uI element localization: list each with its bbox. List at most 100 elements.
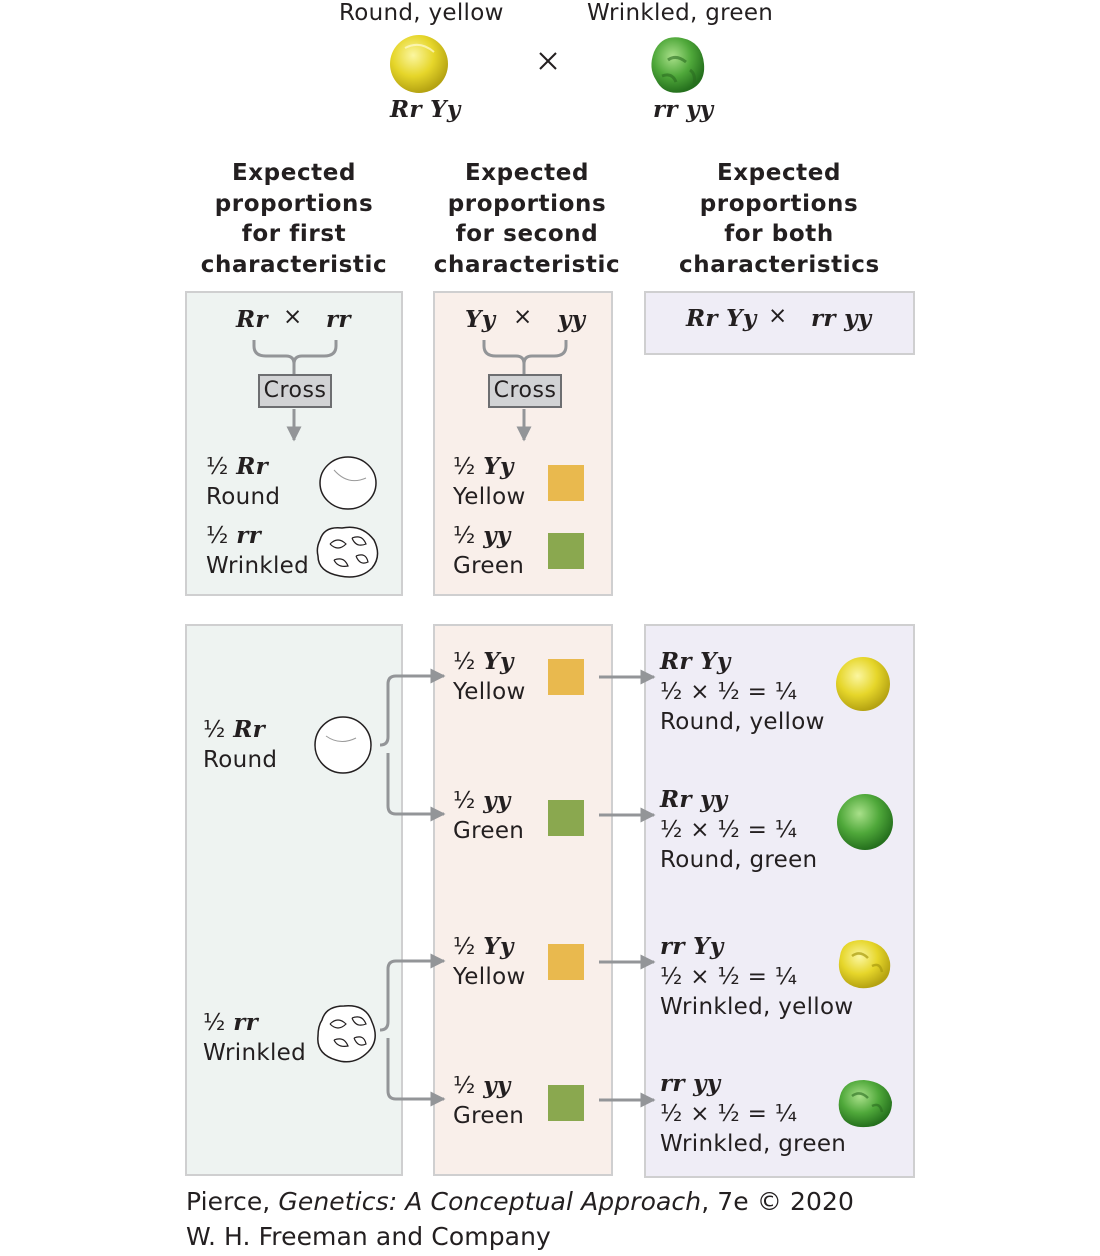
result-round-green-pea-icon (837, 794, 893, 850)
parent-right-genotype: rr yy (653, 96, 714, 123)
genotype: Yy (483, 648, 514, 675)
result-equation: ½ × ½ = ¼ (660, 679, 798, 705)
branch-first-wrinkled: ½ rr Wrinkled (203, 1008, 306, 1068)
second-outcome-green: ½ yy Green (453, 521, 524, 581)
branch-second-item: ½ yy Green (453, 1071, 524, 1131)
yellow-swatch (548, 465, 584, 501)
genotype: yy (483, 1072, 511, 1099)
heading-second-characteristic: Expected proportions for second characte… (427, 158, 627, 280)
phenotype: Green (453, 553, 525, 579)
phenotype: Round (203, 747, 278, 773)
fraction: ½ (453, 1073, 476, 1099)
heading-first-line: characteristic (200, 251, 388, 278)
credit-suffix: , 7e © 2020 (701, 1187, 854, 1216)
result-wrinkled-green: rr yy ½ × ½ = ¼ Wrinkled, green (660, 1069, 846, 1159)
phenotype: Wrinkled (206, 553, 309, 579)
genotype: yy (483, 522, 511, 549)
green-swatch (548, 800, 584, 836)
genotype: Rr (236, 453, 269, 480)
heading-first-line: for first (241, 221, 347, 247)
first-cross-left: Rr (236, 306, 268, 333)
genotype: Yy (483, 453, 514, 480)
yellow-swatch (548, 944, 584, 980)
parent-cross-symbol (539, 52, 557, 70)
branch-bracket-wrinkled (379, 953, 446, 1107)
fraction: ½ (453, 934, 476, 960)
branch-first-round: ½ Rr Round (203, 715, 277, 775)
heading-both-line: for both (724, 221, 834, 247)
result-phenotype: Wrinkled, green (660, 1131, 847, 1157)
result-phenotype: Round, green (660, 847, 818, 873)
result-round-green: Rr yy ½ × ½ = ¼ Round, green (660, 785, 817, 875)
genotype: rr (233, 1009, 259, 1036)
phenotype: Round (206, 484, 281, 510)
heading-both-line: Expected (716, 160, 842, 186)
heading-second-line: characteristic (433, 251, 621, 278)
green-swatch (548, 1085, 584, 1121)
result-equation: ½ × ½ = ¼ (660, 817, 798, 843)
heading-both-line: characteristics (679, 251, 880, 278)
first-outcome-round: ½ Rr Round (206, 452, 280, 512)
phenotype: Yellow (453, 964, 526, 990)
fraction: ½ (203, 717, 226, 743)
genotype: Yy (483, 933, 514, 960)
result-round-yellow: Rr Yy ½ × ½ = ¼ Round, yellow (660, 647, 825, 737)
heading-first-characteristic: Expected proportions for first character… (194, 158, 394, 280)
branch-bracket-round (379, 668, 446, 822)
heading-first-line: Expected (231, 160, 357, 186)
yellow-swatch (548, 659, 584, 695)
parent-right-phenotype: Wrinkled, green (587, 0, 774, 26)
phenotype: Yellow (453, 679, 526, 705)
phenotype: Yellow (453, 484, 526, 510)
heading-second-line: for second (455, 221, 599, 247)
result-wrinkled-yellow: rr Yy ½ × ½ = ¼ Wrinkled, yellow (660, 932, 853, 1022)
result-arrows (599, 669, 656, 1108)
heading-second-line: proportions (447, 190, 607, 217)
branch-second-item: ½ Yy Yellow (453, 647, 526, 707)
first-outcome-wrinkled: ½ rr Wrinkled (206, 521, 309, 581)
branch-round-pea-icon (314, 716, 372, 774)
heading-both-line: proportions (699, 190, 859, 217)
both-cross-right: rr yy (811, 305, 872, 332)
fraction: ½ (453, 788, 476, 814)
result-wrinkled-green-pea-icon (838, 1080, 892, 1128)
parent-left-phenotype: Round, yellow (339, 0, 504, 26)
parent-left-genotype: Rr Yy (390, 96, 461, 123)
phenotype: Green (453, 1103, 525, 1129)
first-cross-symbol: × (283, 304, 303, 330)
branch-wrinkled-pea-icon (317, 1005, 376, 1063)
branch-second-item: ½ Yy Yellow (453, 932, 526, 992)
result-round-yellow-pea-icon (836, 657, 890, 711)
parent-round-yellow-pea-icon (390, 35, 448, 93)
result-wrinkled-yellow-pea-icon (838, 940, 891, 989)
parent-wrinkled-green-pea-icon (651, 37, 705, 93)
first-cross-right: rr (326, 306, 351, 333)
branch-second-item: ½ yy Green (453, 786, 524, 846)
phenotype: Wrinkled (203, 1040, 306, 1066)
result-phenotype: Wrinkled, yellow (660, 994, 854, 1020)
heading-both-characteristics: Expected proportions for both characteri… (679, 158, 879, 280)
genotype: rr (236, 522, 262, 549)
result-genotype: Rr yy (660, 786, 728, 813)
fraction: ½ (203, 1010, 226, 1036)
result-equation: ½ × ½ = ¼ (660, 964, 798, 990)
result-genotype: Rr Yy (660, 648, 731, 675)
fraction: ½ (206, 523, 229, 549)
second-cross-box: Cross (488, 374, 562, 408)
second-cross-symbol: × (513, 304, 533, 330)
green-swatch (548, 533, 584, 569)
fraction: ½ (453, 649, 476, 675)
credit: Pierce, Genetics: A Conceptual Approach,… (186, 1184, 854, 1254)
fraction: ½ (453, 523, 476, 549)
fraction: ½ (206, 454, 229, 480)
second-cross-right: yy (558, 306, 586, 333)
heading-first-line: proportions (214, 190, 374, 217)
credit-prefix: Pierce, (186, 1187, 279, 1216)
wrinkled-pea-icon (316, 526, 379, 578)
fraction: ½ (453, 454, 476, 480)
phenotype: Green (453, 818, 525, 844)
both-cross-left: Rr Yy (686, 305, 757, 332)
credit-publisher: W. H. Freeman and Company (186, 1222, 551, 1251)
round-pea-icon (319, 456, 377, 510)
